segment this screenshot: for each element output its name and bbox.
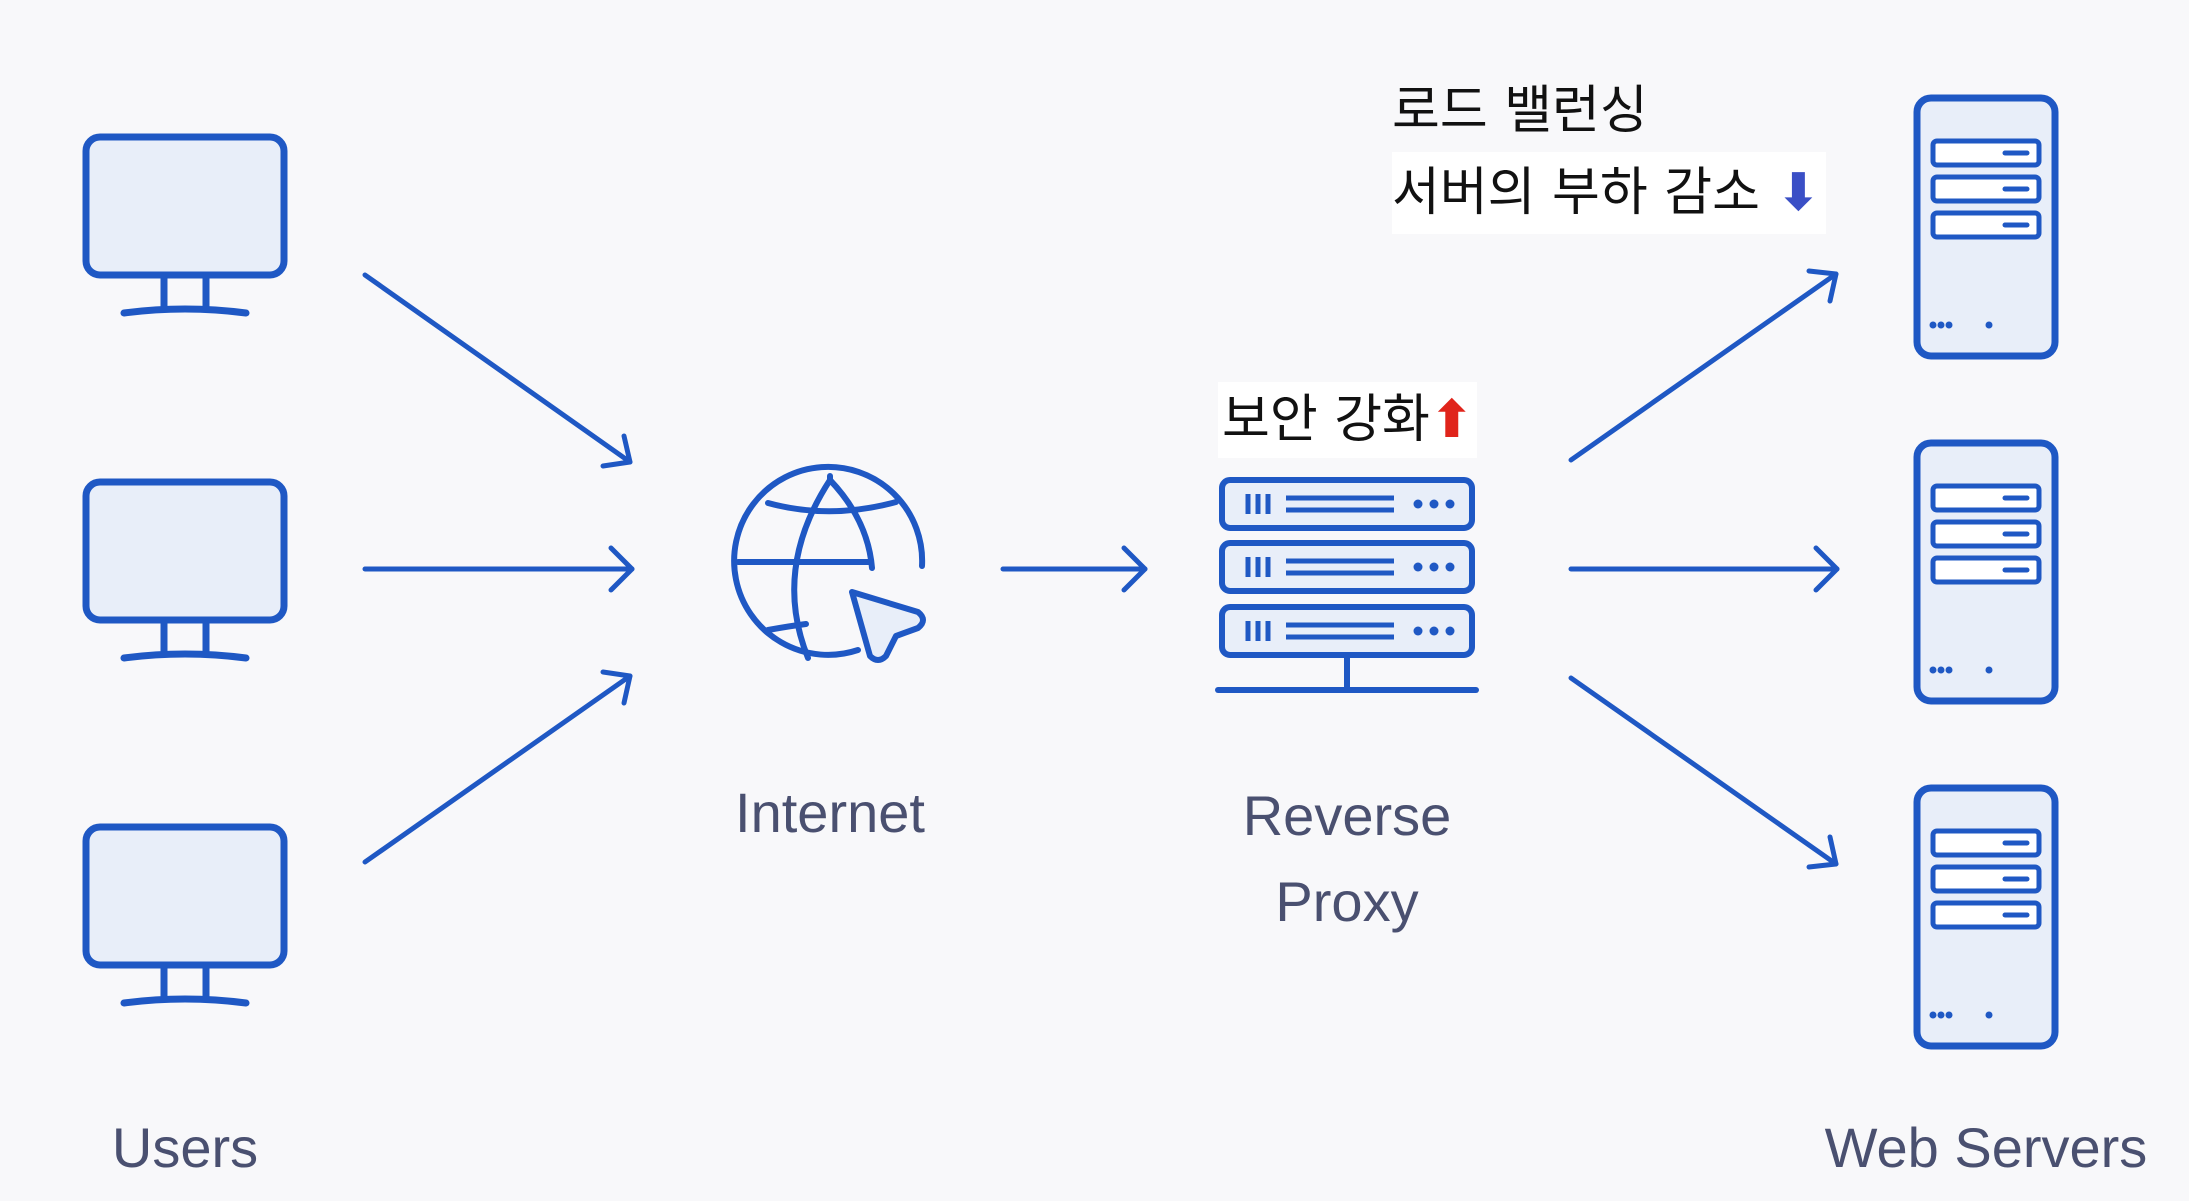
reverse-proxy-label-line2: Proxy <box>1275 870 1419 933</box>
reverse-proxy-label-line1: Reverse <box>1242 784 1452 847</box>
load-balancing-note-line1: 로드 밸런싱 <box>1392 81 1648 141</box>
down-arrow-icon: ⬇ <box>1776 163 1821 223</box>
security-note-text: 보안 강화 <box>1222 390 1430 450</box>
arrow-proxy-to-server3 <box>1568 675 1839 870</box>
users-label: Users <box>111 1116 259 1179</box>
user-monitor-icon-1 <box>86 137 284 313</box>
load-balancing-note: 로드 밸런싱 서버의 부하 감소 ⬇ <box>1388 70 1830 234</box>
arrow-user3-to-internet <box>362 669 633 865</box>
arrow-user1-to-internet <box>362 272 633 469</box>
internet-label: Internet <box>735 781 925 844</box>
load-balancing-note-line2: 서버의 부하 감소 <box>1392 163 1760 223</box>
globe-cursor-icon <box>731 463 926 663</box>
user-monitor-icon-3 <box>86 827 284 1003</box>
server-tower-icon-1 <box>1917 98 2055 356</box>
security-note: 보안 강화⬆ <box>1218 382 1478 458</box>
reverse-proxy-label: Reverse Proxy <box>1197 773 1497 945</box>
arrow-proxy-to-server1 <box>1568 268 1839 463</box>
server-tower-icon-2 <box>1917 443 2055 701</box>
user-monitor-icon-2 <box>86 482 284 658</box>
arrow-proxy-to-server2 <box>1568 545 1840 593</box>
up-arrow-icon: ⬆ <box>1429 390 1474 450</box>
server-rack-icon <box>1215 480 1479 693</box>
arrow-internet-to-proxy <box>1000 545 1148 593</box>
web-servers-label: Web Servers <box>1824 1116 2148 1179</box>
server-tower-icon-3 <box>1917 788 2055 1046</box>
load-balancing-note-line2-wrap: 서버의 부하 감소 ⬇ <box>1392 152 1827 234</box>
arrow-user2-to-internet <box>362 545 635 593</box>
